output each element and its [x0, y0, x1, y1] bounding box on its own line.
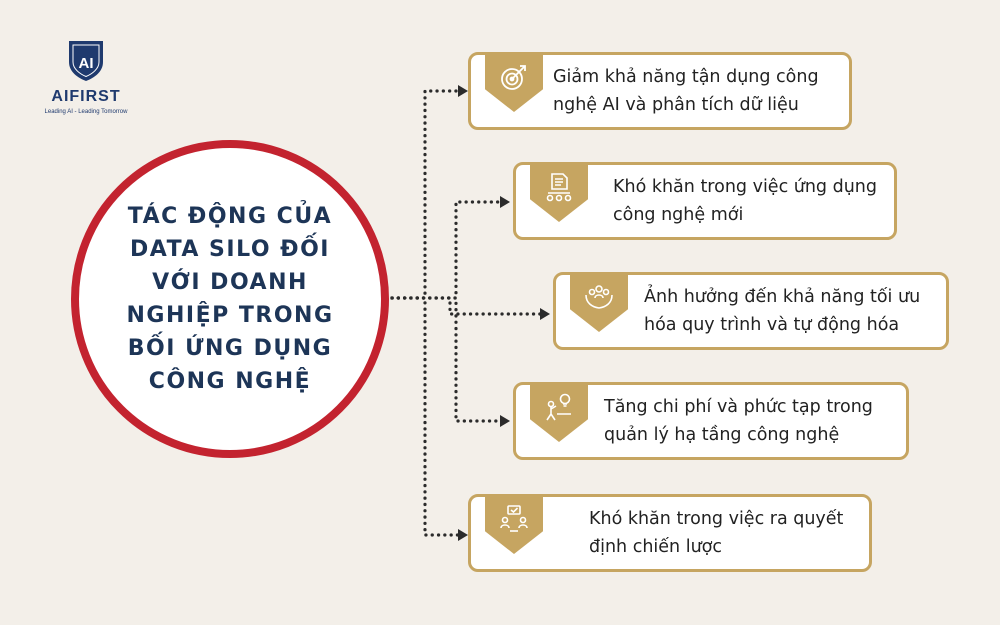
- impact-item-3: Ảnh hưởng đến khả năng tối ưu hóa quy tr…: [553, 272, 949, 350]
- connector-line-4: [390, 296, 502, 423]
- impact-item-2: Khó khăn trong việc ứng dụng công nghệ m…: [513, 162, 897, 240]
- impact-item-5: Khó khăn trong việc ra quyết định chiến …: [468, 494, 872, 572]
- decision-meeting-icon: [500, 505, 528, 532]
- person-idea-icon: [546, 393, 571, 421]
- impact-item-text: Khó khăn trong việc ứng dụng công nghệ m…: [613, 177, 878, 225]
- impact-item-4: Tăng chi phí và phức tạp trong quản lý h…: [513, 382, 909, 460]
- item-badge: [530, 162, 588, 222]
- brand-logo: AI AIFIRST Leading AI - Leading Tomorrow: [30, 38, 142, 115]
- impact-item-text: Khó khăn trong việc ra quyết định chiến …: [589, 509, 844, 557]
- arrowhead-2: [500, 196, 510, 208]
- logo-tagline: Leading AI - Leading Tomorrow: [44, 109, 128, 115]
- logo-mark-text: AI: [79, 55, 94, 72]
- connector-line-1: [390, 89, 460, 300]
- item-badge: [485, 494, 543, 554]
- connector-line-5: [390, 296, 460, 537]
- shield-logo-icon: AI: [69, 41, 103, 81]
- target-icon: [501, 65, 526, 90]
- impact-item-text: Ảnh hưởng đến khả năng tối ưu hóa quy tr…: [644, 287, 921, 335]
- center-title: TÁC ĐỘNG CỦA DATA SILO ĐỐI VỚI DOANH NGH…: [126, 204, 334, 394]
- item-badge: [570, 272, 628, 332]
- connector-line-3: [390, 296, 542, 316]
- logo-name: AIFIRST: [51, 88, 121, 105]
- arrowhead-3: [540, 308, 550, 320]
- arrowhead-5: [458, 529, 468, 541]
- arrowhead-1: [458, 85, 468, 97]
- document-chart-icon: [546, 173, 572, 202]
- item-badge: [485, 52, 543, 112]
- item-badge: [530, 382, 588, 442]
- arrowhead-4: [500, 415, 510, 427]
- impact-item-text: Giảm khả năng tận dụng công nghệ AI và p…: [553, 67, 819, 115]
- center-topic-circle: TÁC ĐỘNG CỦA DATA SILO ĐỐI VỚI DOANH NGH…: [71, 140, 389, 458]
- impact-item-text: Tăng chi phí và phức tạp trong quản lý h…: [604, 397, 873, 445]
- connector-line-2: [390, 200, 502, 300]
- team-hands-icon: [585, 285, 613, 309]
- impact-item-1: Giảm khả năng tận dụng công nghệ AI và p…: [468, 52, 852, 130]
